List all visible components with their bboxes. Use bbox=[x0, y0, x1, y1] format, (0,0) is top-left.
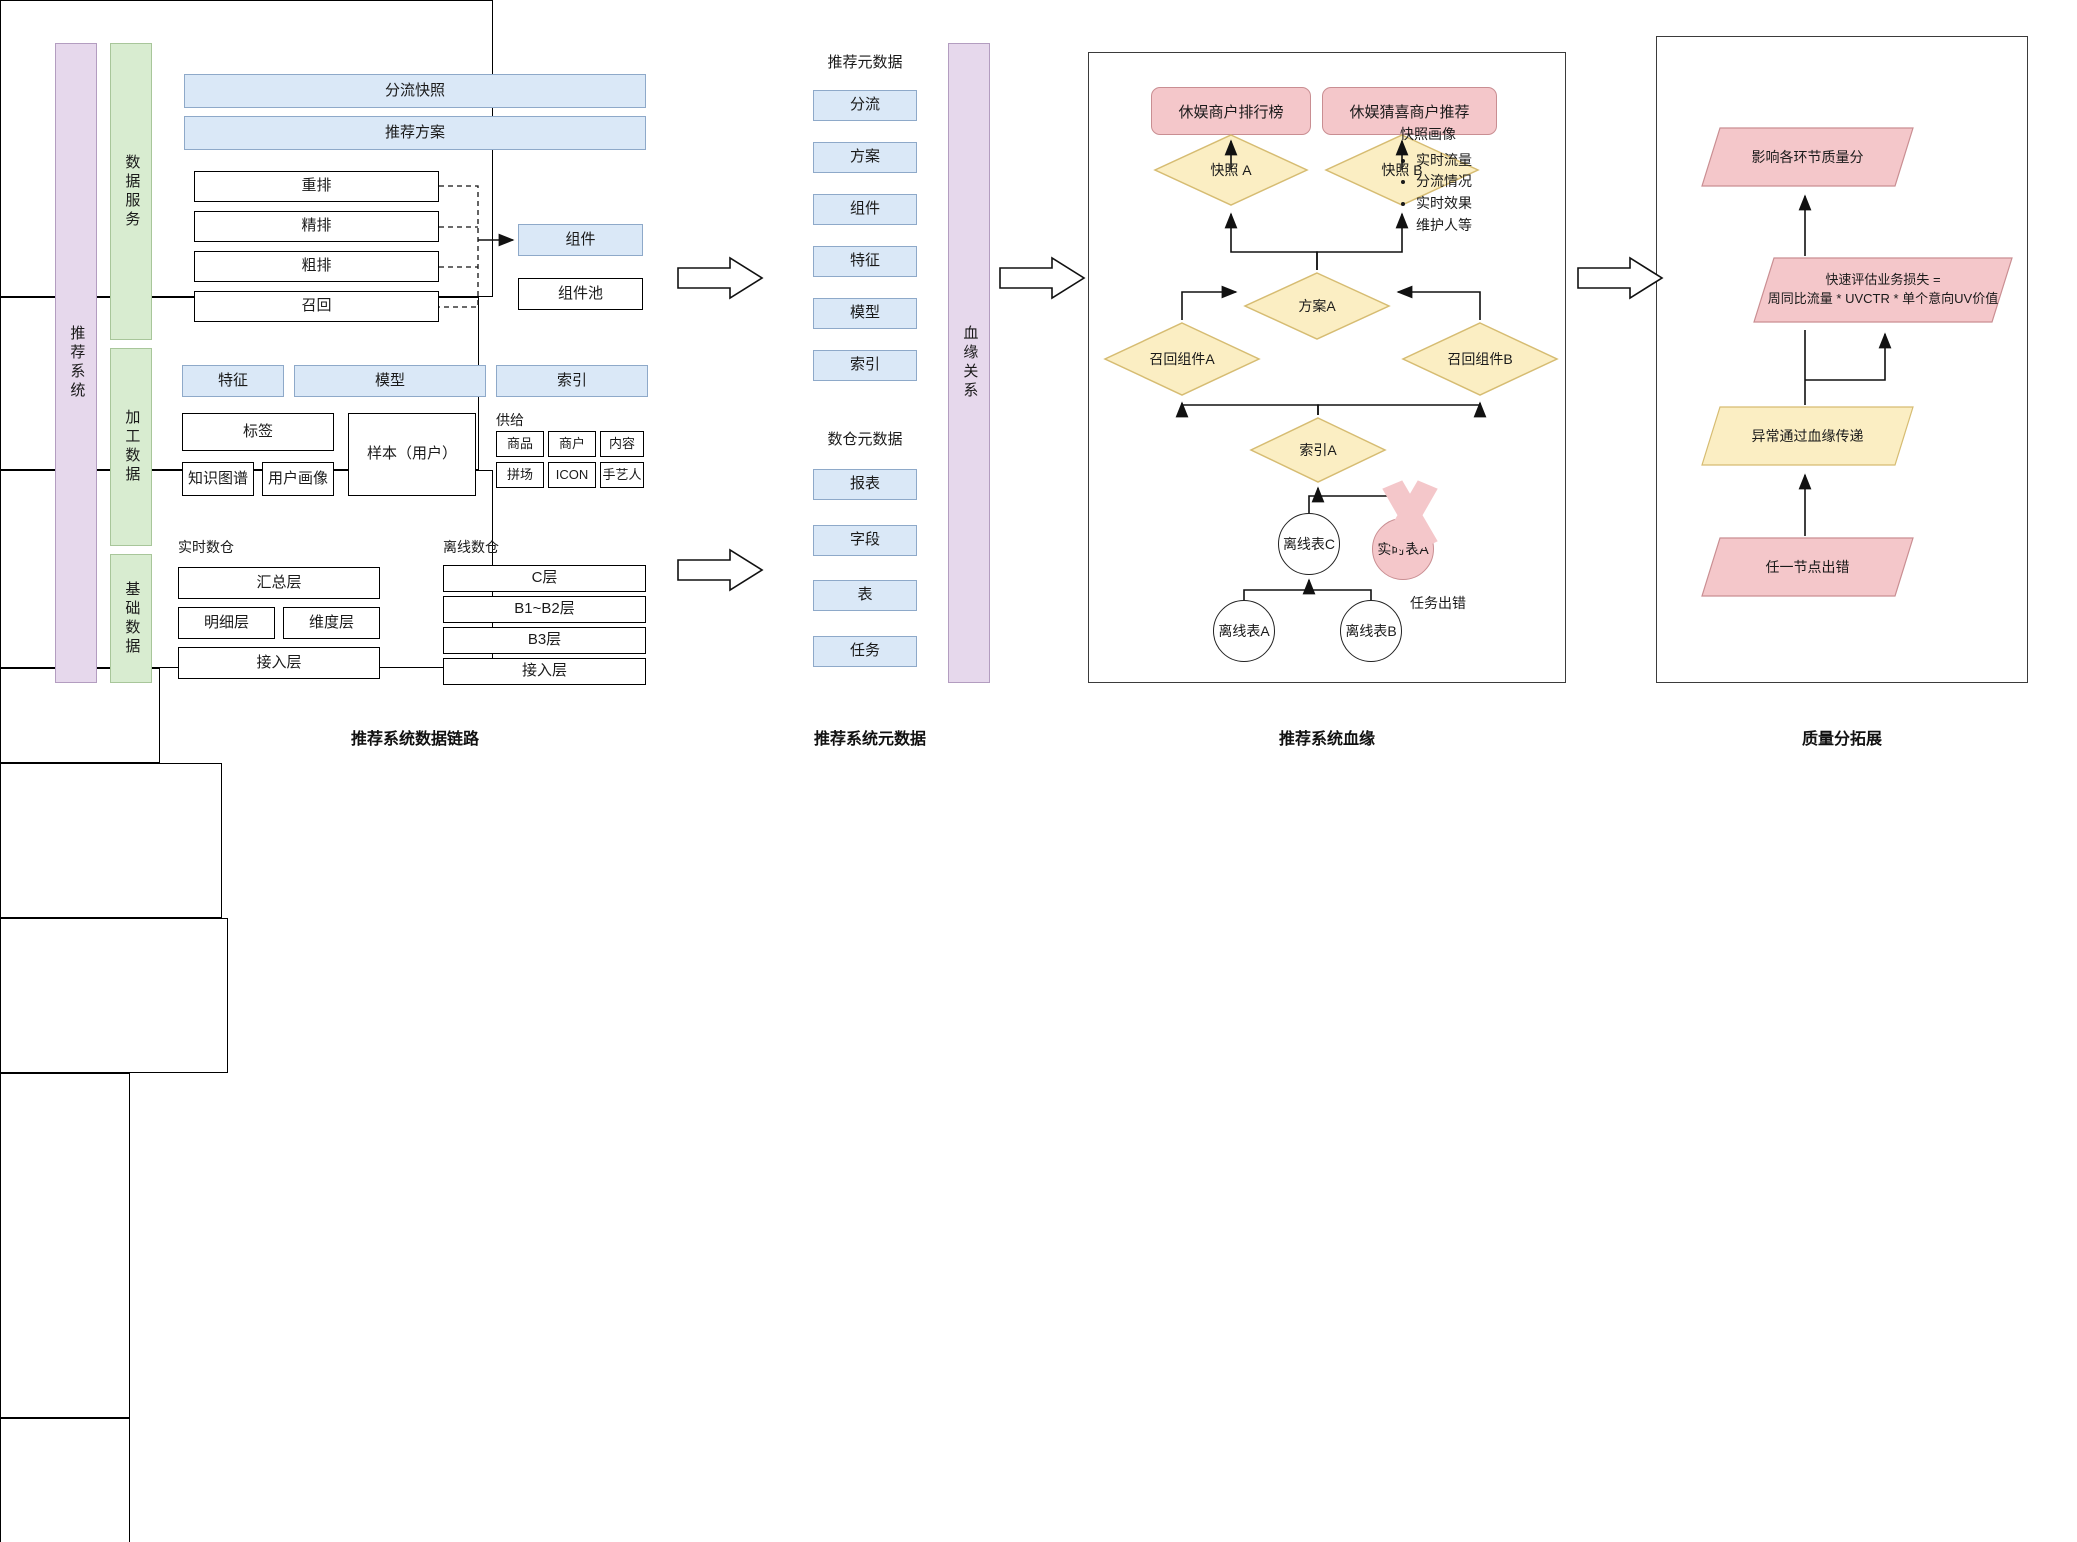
metadata-item-index[interactable]: 索引 bbox=[813, 350, 917, 381]
tier-band-recommendation-system: 推荐系统 bbox=[55, 43, 97, 683]
snapshot-profile-note: 快照画像 实时流量 分流情况 实时效果 维护人等 bbox=[1400, 124, 1472, 236]
offline-warehouse-title: 离线数仓 bbox=[443, 539, 499, 555]
offline-layer-b1b2[interactable]: B1~B2层 bbox=[443, 596, 646, 623]
warehouse-item-task[interactable]: 任务 bbox=[813, 636, 917, 667]
offline-table-b-node[interactable]: 离线表B bbox=[1340, 600, 1402, 662]
metadata-item-plan[interactable]: 方案 bbox=[813, 142, 917, 173]
diagram-canvas: 推荐系统 数据服务 加工数据 基础数据 分流快照 推荐方案 重排 精排 粗排 召… bbox=[0, 0, 2077, 771]
recommend-metadata-frame bbox=[0, 1073, 130, 1418]
supply-title: 供给 bbox=[496, 412, 524, 428]
stage-fine-rank[interactable]: 精排 bbox=[194, 211, 439, 242]
offline-layer-ingest[interactable]: 接入层 bbox=[443, 658, 646, 685]
tier-band-label: 加工数据 bbox=[123, 409, 141, 485]
snapshot-a-label: 快照 A bbox=[1210, 162, 1252, 178]
plan-a-label: 方案A bbox=[1298, 298, 1336, 314]
offline-layer-b3[interactable]: B3层 bbox=[443, 627, 646, 654]
supply-item-goods[interactable]: 商品 bbox=[496, 431, 544, 457]
header-model[interactable]: 模型 bbox=[294, 365, 486, 397]
realtime-layer-ingest[interactable]: 接入层 bbox=[178, 647, 380, 679]
plan-a-node[interactable]: 方案A bbox=[1242, 270, 1392, 342]
impact-quality-score-label: 影响各环节质量分 bbox=[1751, 148, 1864, 165]
warehouse-metadata-frame bbox=[0, 1418, 130, 1542]
caption-panel-1: 推荐系统数据链路 bbox=[350, 731, 479, 748]
offline-table-c-node[interactable]: 离线表C bbox=[1278, 513, 1340, 575]
anomaly-propagation-label: 异常通过血缘传递 bbox=[1751, 427, 1864, 444]
warehouse-item-field[interactable]: 字段 bbox=[813, 525, 917, 556]
snapshot-a-node[interactable]: 快照 A bbox=[1151, 131, 1311, 209]
header-feature[interactable]: 特征 bbox=[182, 365, 284, 397]
supply-item-merchant[interactable]: 商户 bbox=[548, 431, 596, 457]
supply-item-icon[interactable]: ICON bbox=[548, 462, 596, 488]
caption-panel-2: 推荐系统元数据 bbox=[813, 731, 926, 748]
bar-recommend-plan[interactable]: 推荐方案 bbox=[184, 116, 646, 150]
stage-coarse-rank[interactable]: 粗排 bbox=[194, 251, 439, 282]
snapshot-profile-item: 实时效果 bbox=[1416, 193, 1472, 215]
offline-table-a-node[interactable]: 离线表A bbox=[1213, 600, 1275, 662]
lineage-band: 血缘关系 bbox=[948, 43, 990, 683]
tier-band-data-service: 数据服务 bbox=[110, 43, 152, 340]
box-knowledge-graph[interactable]: 知识图谱 bbox=[182, 462, 254, 496]
recall-component-a-node[interactable]: 召回组件A bbox=[1102, 320, 1262, 398]
stage-recall[interactable]: 召回 bbox=[194, 291, 439, 322]
warehouse-item-table[interactable]: 表 bbox=[813, 580, 917, 611]
warehouse-item-report[interactable]: 报表 bbox=[813, 469, 917, 500]
warehouse-metadata-title: 数仓元数据 bbox=[800, 427, 930, 453]
tier-band-label: 基础数据 bbox=[123, 580, 141, 657]
caption-panel-3: 推荐系统血缘 bbox=[1278, 731, 1375, 748]
any-node-error-label: 任一节点出错 bbox=[1765, 558, 1850, 575]
index-a-node[interactable]: 索引A bbox=[1248, 415, 1388, 485]
output-leisure-merchant-ranking[interactable]: 休娱商户排行榜 bbox=[1151, 87, 1311, 135]
recall-component-b-node[interactable]: 召回组件B bbox=[1400, 320, 1560, 398]
box-user-profile[interactable]: 用户画像 bbox=[262, 462, 334, 496]
tier-band-base-data: 基础数据 bbox=[110, 554, 152, 683]
any-node-error-node[interactable]: 任一节点出错 bbox=[1700, 536, 1915, 598]
realtime-layer-detail[interactable]: 明细层 bbox=[178, 607, 275, 639]
box-sample-user[interactable]: 样本（用户） bbox=[348, 413, 476, 496]
metadata-item-model[interactable]: 模型 bbox=[813, 298, 917, 329]
snapshot-profile-item: 实时流量 bbox=[1416, 150, 1472, 172]
metadata-item-feature[interactable]: 特征 bbox=[813, 246, 917, 277]
snapshot-profile-item: 维护人等 bbox=[1416, 215, 1472, 237]
tier-band-label: 推荐系统 bbox=[68, 325, 86, 401]
snapshot-b-node[interactable]: 快照 B bbox=[1322, 131, 1482, 209]
index-a-label: 索引A bbox=[1299, 442, 1337, 458]
offline-warehouse-frame bbox=[0, 918, 228, 1073]
recall-component-b-label: 召回组件B bbox=[1447, 351, 1513, 367]
box-component[interactable]: 组件 bbox=[518, 224, 643, 256]
offline-layer-c[interactable]: C层 bbox=[443, 565, 646, 592]
task-error-label: 任务出错 bbox=[1410, 595, 1466, 611]
supply-item-craftsman[interactable]: 手艺人 bbox=[600, 462, 644, 488]
recommend-metadata-title: 推荐元数据 bbox=[800, 50, 930, 76]
lineage-band-label: 血缘关系 bbox=[961, 325, 979, 401]
box-tag[interactable]: 标签 bbox=[182, 413, 334, 451]
snapshot-b-label: 快照 B bbox=[1381, 162, 1423, 178]
realtime-table-a-node[interactable]: 实时表A bbox=[1372, 518, 1434, 580]
supply-item-pinchang[interactable]: 拼场 bbox=[496, 462, 544, 488]
tier-band-processing-data: 加工数据 bbox=[110, 348, 152, 546]
recall-component-a-label: 召回组件A bbox=[1149, 351, 1215, 367]
output-leisure-guess-merchant-recommend[interactable]: 休娱猜喜商户推荐 bbox=[1322, 87, 1497, 135]
snapshot-profile-title: 快照画像 bbox=[1400, 126, 1456, 142]
caption-panel-4: 质量分拓展 bbox=[1801, 731, 1882, 748]
stage-rerank[interactable]: 重排 bbox=[194, 171, 439, 202]
metadata-item-component[interactable]: 组件 bbox=[813, 194, 917, 225]
bar-traffic-snapshot[interactable]: 分流快照 bbox=[184, 74, 646, 108]
snapshot-profile-item: 分流情况 bbox=[1416, 171, 1472, 193]
impact-quality-score-node[interactable]: 影响各环节质量分 bbox=[1700, 126, 1915, 188]
tier-band-label: 数据服务 bbox=[123, 153, 141, 230]
realtime-warehouse-title: 实时数仓 bbox=[178, 539, 234, 555]
business-loss-formula-label: 快速评估业务损失 = 周同比流量 * UVCTR * 单个意向UV价值 bbox=[1767, 272, 1999, 306]
realtime-layer-dimension[interactable]: 维度层 bbox=[283, 607, 380, 639]
box-component-pool[interactable]: 组件池 bbox=[518, 278, 643, 310]
realtime-warehouse-frame bbox=[0, 763, 222, 918]
header-index[interactable]: 索引 bbox=[496, 365, 648, 397]
metadata-item-traffic-split[interactable]: 分流 bbox=[813, 90, 917, 121]
anomaly-propagation-node[interactable]: 异常通过血缘传递 bbox=[1700, 405, 1915, 467]
business-loss-formula-node[interactable]: 快速评估业务损失 = 周同比流量 * UVCTR * 单个意向UV价值 bbox=[1752, 256, 2014, 324]
realtime-layer-summary[interactable]: 汇总层 bbox=[178, 567, 380, 599]
supply-item-content[interactable]: 内容 bbox=[600, 431, 644, 457]
